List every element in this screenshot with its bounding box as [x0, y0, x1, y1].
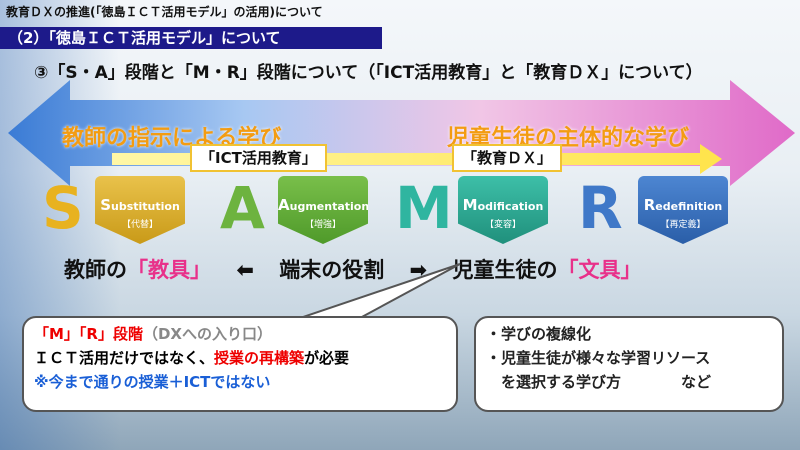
- list-item: ・学びの複線化: [486, 325, 592, 343]
- samr-shield-redefinition: Redefinition 【再定義】: [638, 176, 728, 244]
- slide-subtitle: ③「S・A」段階と「M・R」段階について（「ICT活用教育」と「教育ＤＸ」につい…: [34, 63, 703, 83]
- samr-letter-a: A: [220, 174, 265, 242]
- samr-letter-r: R: [578, 174, 623, 242]
- samr-letter-m: M: [395, 174, 453, 242]
- left-arrow-icon: ⬅: [236, 258, 254, 282]
- speech-bubble-tail: [300, 263, 461, 319]
- student-tool-highlight: 「文具」: [557, 258, 642, 282]
- samr-shield-modification: Modification 【変容】: [458, 176, 548, 244]
- samr-letter-s: S: [42, 174, 84, 242]
- ict-education-label: 「ICT活用教育」: [190, 144, 327, 172]
- teacher-tool-highlight: 「教具」: [127, 258, 211, 282]
- section-title-bar: （2）「徳島ＩＣＴ活用モデル」について: [0, 27, 382, 49]
- note-line: ※今まで通りの授業＋ICTではない: [34, 373, 271, 391]
- list-item: を選択する学び方 など: [486, 373, 712, 391]
- progress-arrow-head: [700, 144, 722, 174]
- device-role-line: 教師の「教具」 ⬅ 端末の役割 ➡ 児童生徒の「文具」: [64, 258, 642, 282]
- mr-stage-callout: 「M」「R」段階（DXへの入り口） ＩＣＴ活用だけではなく、授業の再構築が必要 …: [22, 316, 458, 412]
- device-role-label: 端末の役割: [279, 258, 385, 282]
- learning-points-box: ・学びの複線化 ・児童生徒が様々な学習リソース を選択する学び方 など: [474, 316, 784, 412]
- samr-shield-augmentation: Augmentation 【増強】: [278, 176, 368, 244]
- list-item: ・児童生徒が様々な学習リソース: [486, 349, 711, 367]
- lesson-restructuring-highlight: 授業の再構築: [214, 349, 305, 367]
- education-dx-label: 「教育ＤＸ」: [452, 144, 563, 172]
- page-top-title: 教育ＤＸの推進(「徳島ＩＣＴ活用モデル」の活用)について: [6, 5, 323, 19]
- mr-stage-label: 「M」「R」段階: [34, 325, 143, 343]
